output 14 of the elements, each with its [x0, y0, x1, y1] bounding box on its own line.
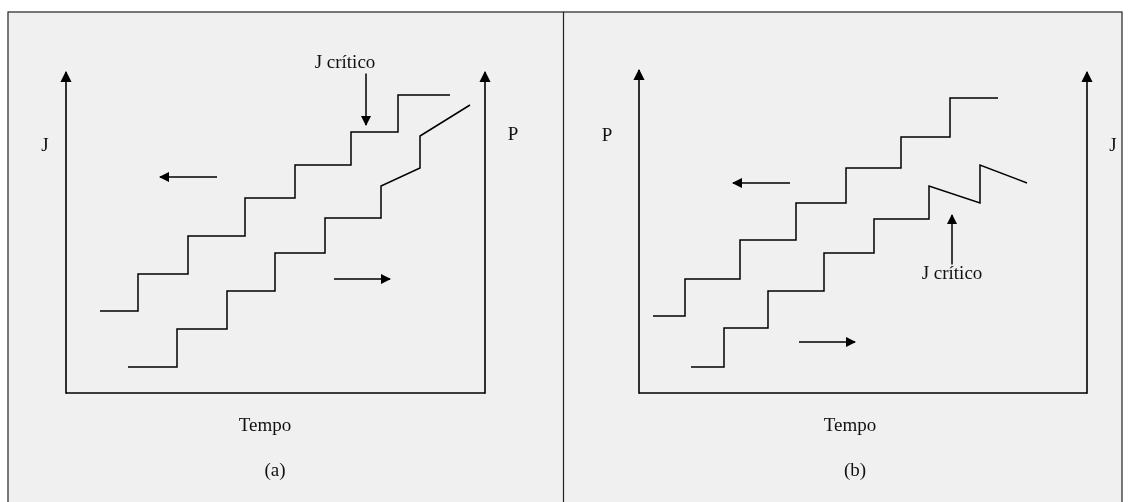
axis-label: J: [41, 134, 49, 156]
axis-title: Tempo: [238, 414, 292, 436]
panel-label: (a): [264, 459, 286, 481]
leader-arrow: [946, 213, 958, 266]
leader-arrow: [360, 72, 372, 127]
staircase-curve: [99, 94, 451, 312]
staircase-curve: [690, 163, 1028, 368]
annotation-label: J crítico: [314, 51, 376, 73]
panel-label: (b): [843, 459, 867, 481]
annotation-label: J crítico: [921, 262, 983, 284]
axis-label: P: [601, 124, 613, 146]
axis-label: J: [1109, 134, 1117, 156]
axis-title: Tempo: [823, 414, 877, 436]
axis-label: P: [507, 123, 519, 145]
